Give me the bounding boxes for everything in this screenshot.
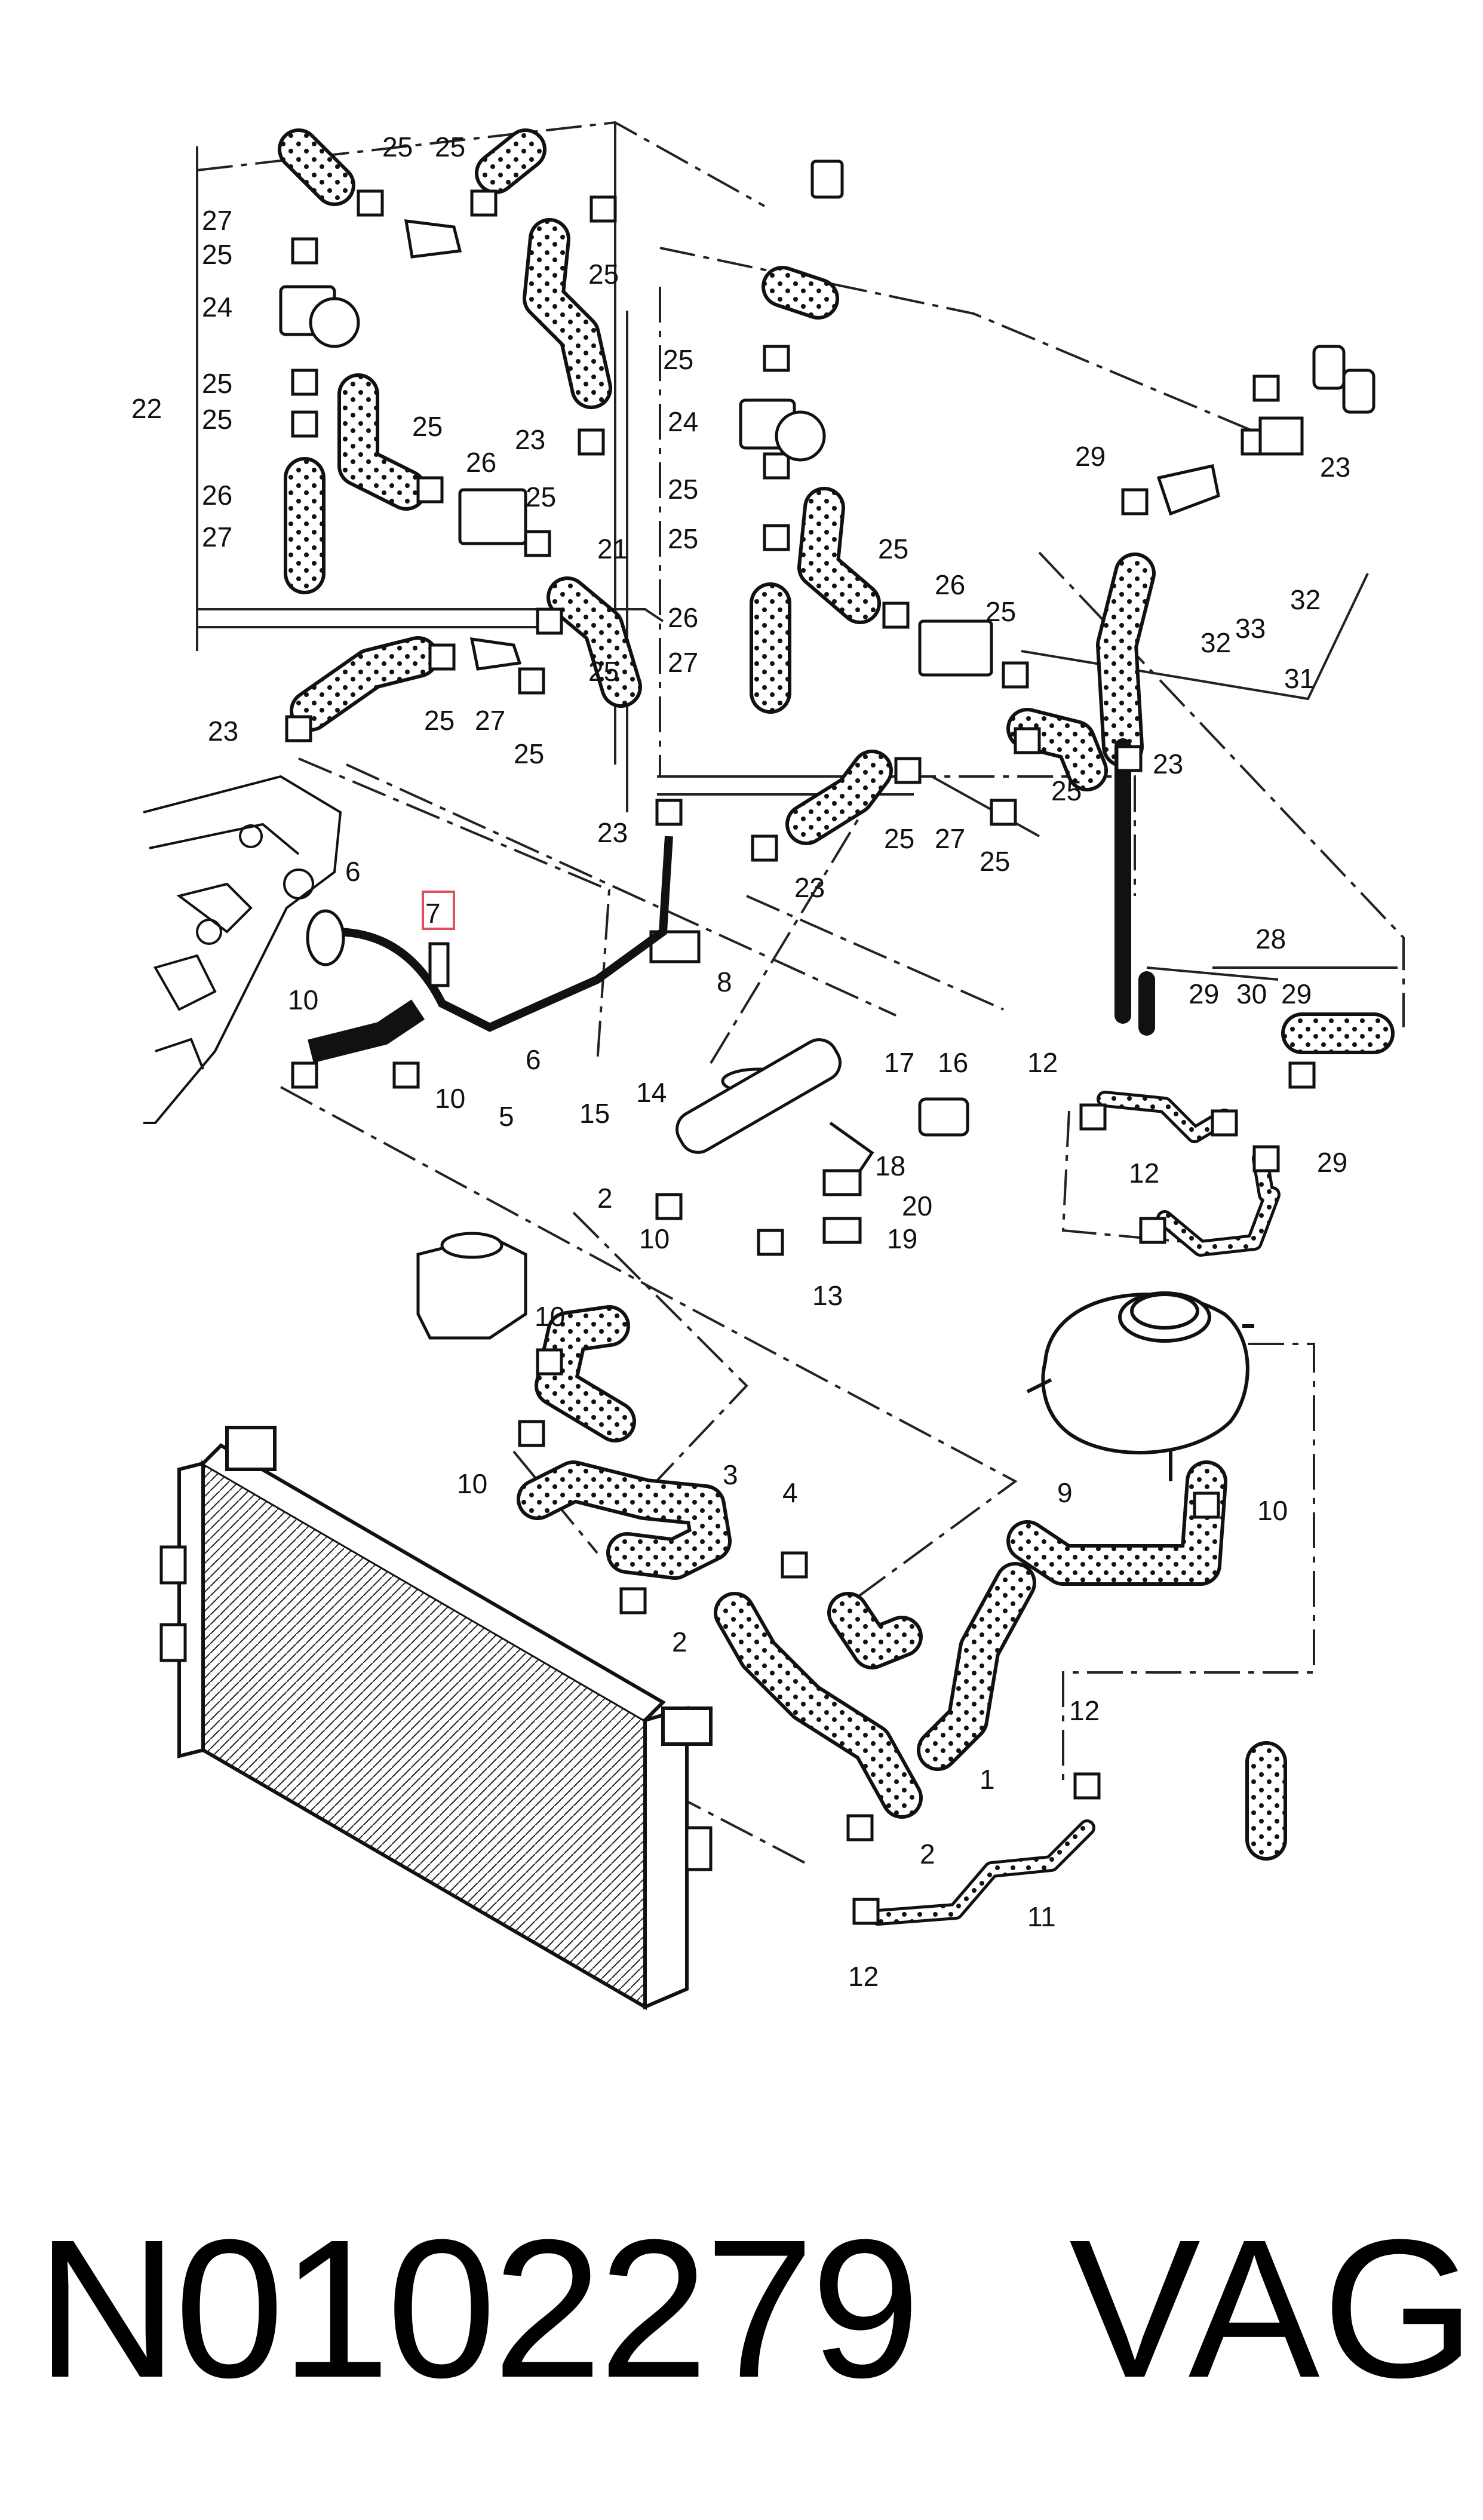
callout-label: 33 (1235, 613, 1266, 644)
callout-label: 25 (514, 738, 544, 769)
part-number: N0102279 (36, 2198, 920, 2418)
callout-label: 25 (382, 131, 413, 162)
highlight-box (422, 891, 455, 930)
callout-label: 28 (1255, 923, 1286, 954)
callout-label: 25 (878, 533, 908, 564)
callout-label: 10 (1257, 1495, 1288, 1526)
small-components (279, 159, 1375, 1244)
callout-label: 13 (812, 1280, 843, 1311)
callout-label: 25 (985, 596, 1016, 627)
callout-label: 27 (202, 205, 232, 236)
callout-label: 11 (1027, 1901, 1056, 1932)
callout-label: 26 (466, 447, 496, 478)
callout-label: 12 (1027, 1047, 1058, 1078)
callout-label: 21 (597, 533, 628, 564)
callout-label: 10 (535, 1301, 565, 1332)
small-expansion-tank (416, 1232, 527, 1340)
callout-label: 25 (663, 344, 693, 375)
callout-label: 16 (938, 1047, 968, 1078)
callout-label: 27 (202, 521, 232, 553)
callout-label: 24 (668, 406, 698, 437)
callout-label: 5 (499, 1101, 514, 1132)
callout-label: 25 (1051, 775, 1082, 806)
callout-labels: 25 25 27 25 25 24 22 25 25 25 23 26 27 2… (131, 131, 1350, 1992)
callout-label: 23 (208, 716, 238, 747)
callout-label: 25 (980, 846, 1010, 877)
callout-label: 23 (1153, 748, 1183, 779)
callout-label: 29 (1189, 978, 1219, 1009)
callout-label: 9 (1057, 1477, 1073, 1508)
expansion-tank (1026, 1291, 1254, 1481)
callout-label: 12 (1129, 1158, 1159, 1189)
callout-label: 23 (515, 424, 545, 455)
engine-block (143, 775, 342, 1124)
callout-label: 14 (636, 1077, 667, 1108)
coolant-hoses (278, 128, 1395, 1926)
callout-label: 8 (717, 966, 732, 997)
callout-label: 30 (1236, 978, 1267, 1009)
callout-label: 32 (1200, 627, 1231, 658)
group-brackets (196, 122, 1398, 981)
callout-label: 4 (782, 1477, 798, 1508)
callout-label: 2 (597, 1183, 613, 1214)
callout-label: 27 (475, 705, 505, 736)
hose-clamps (285, 189, 1316, 1925)
callout-label: 29 (1317, 1147, 1347, 1178)
callout-label: 23 (597, 817, 628, 848)
assembly-lines (196, 121, 1405, 1865)
callout-label: 10 (435, 1083, 465, 1114)
callout-label: 23 (794, 872, 825, 903)
callout-label: 25 (412, 411, 443, 442)
callout-label: 25 (202, 404, 232, 435)
callout-label: 10 (457, 1468, 487, 1499)
callout-label: 10 (639, 1223, 670, 1254)
callout-label: 32 (1290, 584, 1321, 615)
callout-label: 25 (588, 656, 619, 687)
callout-label: 26 (202, 480, 232, 511)
callout-label: 6 (345, 856, 361, 887)
callout-label: 3 (723, 1459, 738, 1490)
callout-label: 22 (131, 393, 162, 424)
callout-label: 19 (887, 1223, 917, 1254)
callout-label: 25 (588, 259, 619, 290)
coolant-system-exploded-diagram: 25 25 27 25 25 24 22 25 25 25 23 26 27 2… (131, 121, 1405, 2011)
callout-label: 26 (668, 602, 698, 633)
callout-label: 23 (1320, 452, 1350, 483)
callout-label: 25 (668, 474, 698, 505)
callout-label: 1 (980, 1764, 995, 1795)
callout-label: 10 (288, 984, 318, 1015)
callout-label: 7 (425, 898, 441, 929)
callout-label: 12 (1069, 1695, 1100, 1726)
callout-label: 12 (848, 1961, 879, 1992)
callout-label: 26 (935, 569, 965, 600)
callout-label: 17 (884, 1047, 914, 1078)
radiator (159, 1426, 713, 2011)
callout-label: 25 (668, 523, 698, 554)
callout-label: 20 (902, 1190, 932, 1221)
callout-label: 29 (1281, 978, 1312, 1009)
callout-label: 15 (579, 1098, 610, 1129)
callout-label: 25 (526, 481, 556, 512)
callout-label: 25 (435, 131, 465, 162)
callout-label: 2 (920, 1838, 935, 1870)
callout-label: 25 (424, 705, 455, 736)
callout-label: 25 (202, 368, 232, 399)
callout-label: 24 (202, 291, 232, 323)
callout-label: 29 (1075, 441, 1106, 472)
callout-label: 2 (672, 1626, 687, 1658)
callout-label: 27 (668, 647, 698, 678)
callout-label: 25 (202, 239, 232, 270)
callout-label: 6 (526, 1044, 541, 1075)
brand-label: VAG (1069, 2198, 1478, 2418)
callout-label: 31 (1284, 663, 1315, 694)
callout-label: 18 (875, 1150, 905, 1181)
callout-label: 25 (884, 823, 914, 854)
callout-label: 27 (935, 823, 965, 854)
